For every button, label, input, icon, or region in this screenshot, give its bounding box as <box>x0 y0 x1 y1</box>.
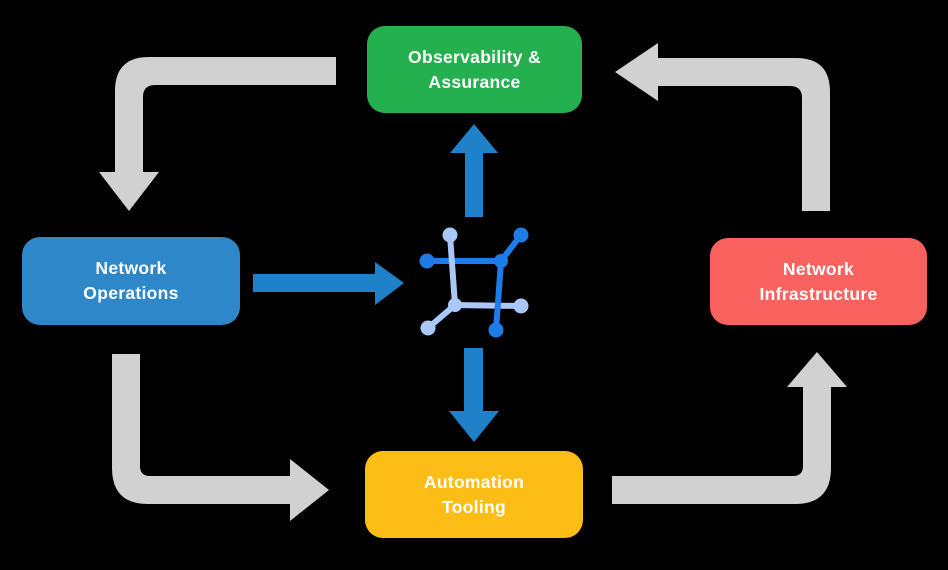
icon-light-node <box>420 320 436 336</box>
icon-light-node <box>442 227 458 243</box>
node-label-line: Assurance <box>428 71 521 92</box>
icon-light-node <box>448 298 462 312</box>
icon-light-bottom-edge <box>452 302 524 309</box>
node-network-infrastructure: Network Infrastructure <box>710 238 927 325</box>
node-label-line: Network <box>782 258 855 279</box>
arrow-icon-to-automation <box>449 348 499 442</box>
icon-dark-node <box>513 227 529 243</box>
node-label-line: Tooling <box>442 496 506 517</box>
node-automation-tooling: Automation Tooling <box>365 451 583 538</box>
arrow-operations-to-automation <box>112 354 329 521</box>
node-label-line: Network <box>95 258 167 278</box>
network-automation-icon <box>419 227 529 338</box>
arrow-observability-to-operations <box>99 57 336 211</box>
icon-light-node <box>513 298 529 314</box>
node-label-line: Infrastructure <box>759 283 878 304</box>
arrow-icon-to-observability <box>450 124 498 217</box>
arrow-infrastructure-to-observability <box>615 43 830 211</box>
icon-light-left-edge <box>447 232 458 308</box>
node-network-operations: Network Operations <box>22 237 240 325</box>
arrow-operations-to-icon <box>253 262 404 305</box>
node-label-line: Operations <box>83 283 179 303</box>
icon-dark-right-edge <box>493 258 504 333</box>
node-label-line: Automation <box>423 471 525 492</box>
node-label-line: Observability & <box>408 46 541 67</box>
icon-dark-node <box>488 322 504 338</box>
icon-dark-node <box>419 253 435 269</box>
icon-dark-node <box>494 254 508 268</box>
node-observability-assurance: Observability & Assurance <box>367 26 582 113</box>
arrow-automation-to-infrastructure <box>612 352 847 504</box>
